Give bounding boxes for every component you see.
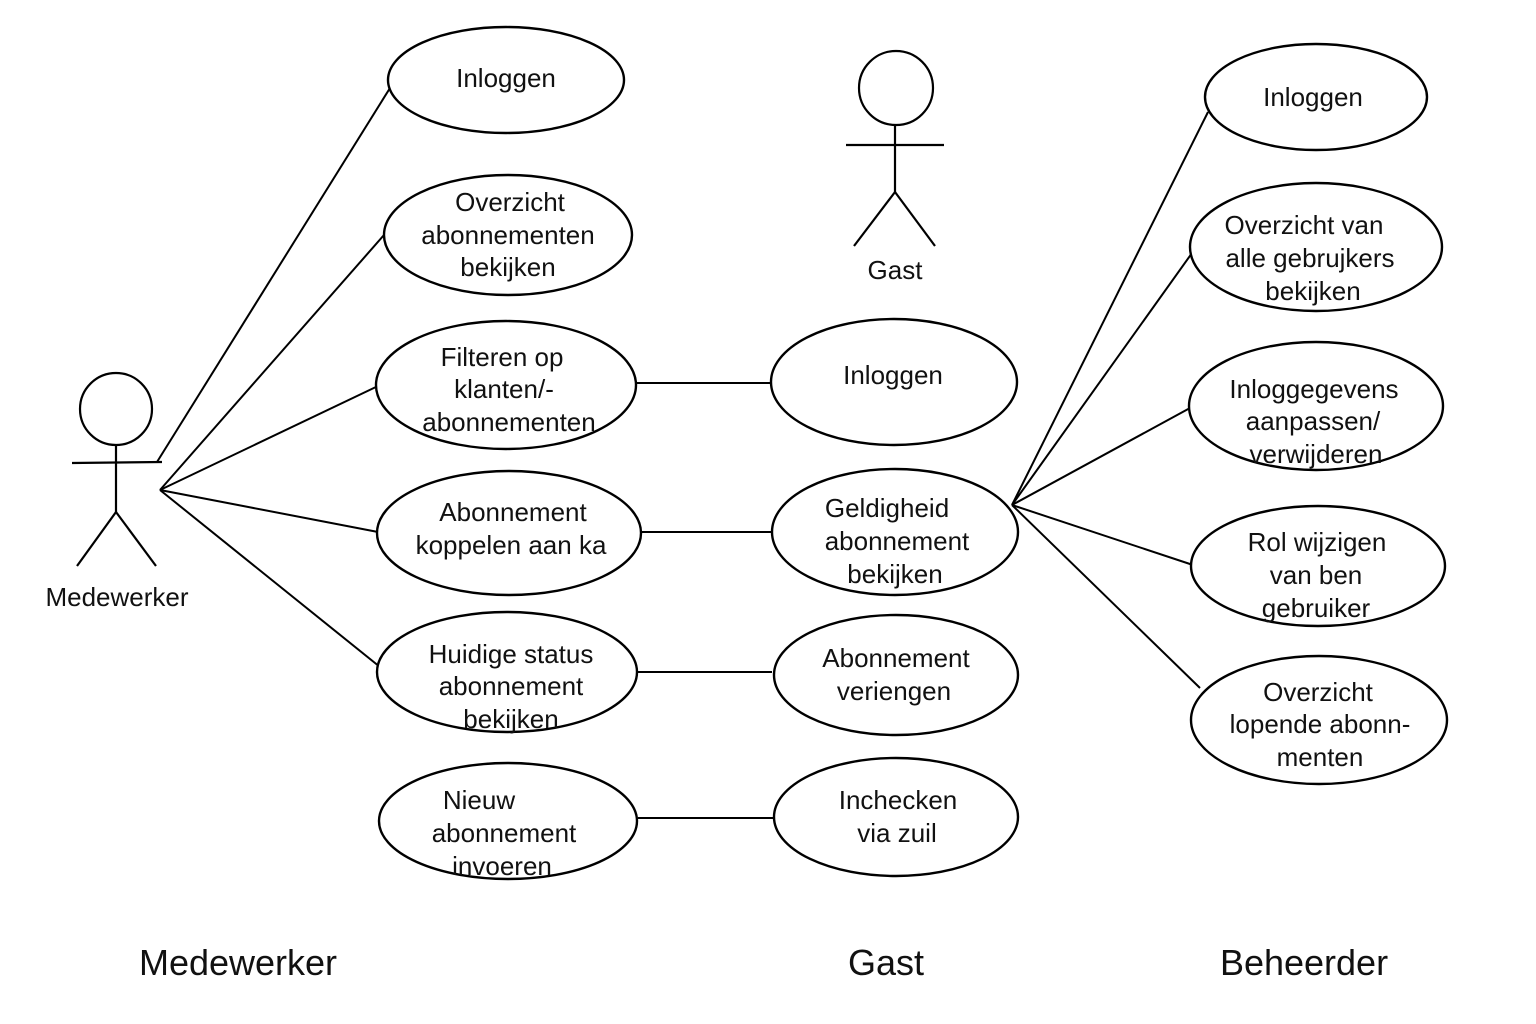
use-case-medewerker-overzicht-line-2: abonnementen xyxy=(421,220,594,250)
use-case-medewerker-overzicht-line-3: bekijken xyxy=(460,252,555,282)
use-case-beheerder-overzicht-gebruikers-line-3: bekijken xyxy=(1265,276,1360,306)
use-case-medewerker-nieuw-ellipse xyxy=(377,761,639,881)
assoc-geldigheid-beh-rol xyxy=(1011,504,1194,566)
use-case-gast-inchecken-line-2: via zuil xyxy=(857,818,936,848)
assoc-medewerker-inloggen xyxy=(156,87,391,463)
use-case-beheerder-inloggegevens-line-3: verwijderen xyxy=(1250,439,1383,469)
assoc-geldigheid-beh-lopende xyxy=(1011,504,1201,689)
use-case-medewerker-overzicht-ellipse xyxy=(382,173,634,297)
use-case-beheerder-lopende-line-3: menten xyxy=(1277,742,1364,772)
use-case-medewerker-filteren-line-2: klanten/- xyxy=(454,374,554,404)
use-case-beheerder-inloggegevens-line-2: aanpassen/ xyxy=(1246,406,1381,436)
use-case-gast-geldigheid-line-3: bekijken xyxy=(847,559,942,589)
actor-medewerker: Medewerker xyxy=(45,371,189,612)
use-case-medewerker-inloggen-line-1: Inloggen xyxy=(456,63,556,93)
assoc-geldigheid-beh-inloggegevens xyxy=(1011,407,1191,506)
use-case-beheerder-inloggen-line-1: Inloggen xyxy=(1263,82,1363,112)
actor-medewerker-label: Medewerker xyxy=(45,582,188,612)
actor-medewerker-left-leg xyxy=(76,511,117,567)
use-case-beheerder-lopende-line-2: lopende abonn- xyxy=(1230,709,1411,739)
use-case-medewerker-filteren-ellipse xyxy=(374,319,638,451)
actor-gast-label: Gast xyxy=(868,255,924,285)
use-case-beheerder-overzicht-gebruikers-line-2: alle gebrujkers xyxy=(1225,243,1394,273)
use-case-medewerker-status-line-2: abonnement xyxy=(439,671,584,701)
use-case-gast-inchecken: Inchecken via zuil xyxy=(772,756,1020,878)
use-case-medewerker-overzicht-line-1: Overzicht xyxy=(455,187,566,217)
use-case-medewerker-nieuw: Nieuw abonnement invoeren xyxy=(377,761,639,881)
use-case-beheerder-overzicht-gebruikers: Overzicht van alle gebrujkers bekijken xyxy=(1188,181,1444,313)
use-case-beheerder-inloggen-ellipse xyxy=(1203,42,1429,152)
use-case-beheerder-overzicht-gebruikers-ellipse xyxy=(1188,181,1444,313)
use-case-gast-geldigheid-line-1: Geldigheid xyxy=(825,493,949,523)
use-case-gast-verlengen-ellipse xyxy=(772,613,1020,737)
assoc-geldigheid-beh-overzicht xyxy=(1011,252,1193,506)
use-case-medewerker-koppelen: Abonnement koppelen aan ka xyxy=(375,469,643,597)
use-case-medewerker-koppelen-line-1: Abonnement xyxy=(439,497,587,527)
actor-gast-left-leg xyxy=(853,191,896,247)
use-case-beheerder-inloggegevens: Inloggegevens aanpassen/ verwijderen xyxy=(1187,340,1445,472)
use-case-medewerker-overzicht: Overzicht abonnementen bekijken xyxy=(382,173,634,297)
use-case-beheerder-rol-line-3: gebruiker xyxy=(1262,593,1371,623)
column-label-gast: Gast xyxy=(848,942,924,983)
use-case-medewerker-filteren-line-1: Filteren op xyxy=(441,342,564,372)
column-label-beheerder: Beheerder xyxy=(1220,942,1388,983)
column-label-medewerker: Medewerker xyxy=(139,942,337,983)
use-case-medewerker-inloggen: Inloggen xyxy=(386,25,626,135)
use-case-beheerder-rol-ellipse xyxy=(1189,504,1447,628)
actor-gast-head xyxy=(857,49,935,127)
actor-gast: Gast xyxy=(846,49,944,285)
use-case-beheerder-lopende: Overzicht lopende abonn- menten xyxy=(1189,654,1449,786)
assoc-medewerker-overzicht xyxy=(159,234,385,491)
use-case-medewerker-nieuw-line-2: abonnement xyxy=(432,818,577,848)
use-case-medewerker-filteren: Filteren op klanten/- abonnementen xyxy=(374,319,638,451)
use-case-gast-inchecken-ellipse xyxy=(772,756,1020,878)
use-case-beheerder-rol-line-2: van ben xyxy=(1270,560,1363,590)
assoc-medewerker-koppelen xyxy=(159,489,379,533)
use-case-gast-geldigheid-line-2: abonnement xyxy=(825,526,970,556)
use-case-medewerker-status: Huidige status abonnement bekijken xyxy=(375,610,639,734)
use-case-gast-inchecken-line-1: Inchecken xyxy=(839,785,958,815)
actor-medewerker-right-leg xyxy=(115,511,157,567)
use-case-beheerder-inloggen: Inloggen xyxy=(1203,42,1429,152)
use-case-gast-verlengen: Abonnement veriengen xyxy=(772,613,1020,737)
use-case-beheerder-inloggegevens-ellipse xyxy=(1187,340,1445,472)
use-case-beheerder-rol-line-1: Rol wijzigen xyxy=(1248,527,1387,557)
use-case-gast-verlengen-line-1: Abonnement xyxy=(822,643,970,673)
use-case-gast-inloggen-line-1: Inloggen xyxy=(843,360,943,390)
use-case-medewerker-koppelen-ellipse xyxy=(375,469,643,597)
use-case-medewerker-koppelen-line-2: koppelen aan ka xyxy=(416,530,607,560)
use-case-medewerker-nieuw-line-1: Nieuw xyxy=(443,785,515,815)
use-case-medewerker-status-line-1: Huidige status xyxy=(429,639,594,669)
use-case-gast-inloggen: Inloggen xyxy=(769,317,1019,447)
assoc-geldigheid-beh-inloggen xyxy=(1011,111,1209,506)
use-case-gast-geldigheid-ellipse xyxy=(770,467,1020,597)
use-case-beheerder-overzicht-gebruikers-line-1: Overzicht van xyxy=(1225,210,1384,240)
use-case-beheerder-lopende-line-1: Overzicht xyxy=(1263,677,1374,707)
assoc-medewerker-filteren xyxy=(159,385,379,491)
use-case-gast-geldigheid: Geldigheid abonnement bekijken xyxy=(770,467,1020,597)
actor-gast-right-leg xyxy=(894,191,936,247)
use-case-medewerker-filteren-line-3: abonnementen xyxy=(422,407,595,437)
use-case-medewerker-status-ellipse xyxy=(375,610,639,734)
use-case-medewerker-nieuw-line-3: invoeren xyxy=(452,851,552,881)
use-case-gast-verlengen-line-2: veriengen xyxy=(837,676,951,706)
use-case-medewerker-inloggen-ellipse xyxy=(386,25,626,135)
actor-medewerker-head xyxy=(78,371,154,447)
associations xyxy=(156,87,1209,819)
use-case-beheerder-inloggegevens-line-1: Inloggegevens xyxy=(1229,374,1398,404)
assoc-medewerker-status xyxy=(159,489,381,668)
use-case-beheerder-rol: Rol wijzigen van ben gebruiker xyxy=(1189,504,1447,628)
use-case-beheerder-lopende-ellipse xyxy=(1189,654,1449,786)
use-case-medewerker-status-line-3: bekijken xyxy=(463,704,558,734)
use-case-gast-inloggen-ellipse xyxy=(769,317,1019,447)
